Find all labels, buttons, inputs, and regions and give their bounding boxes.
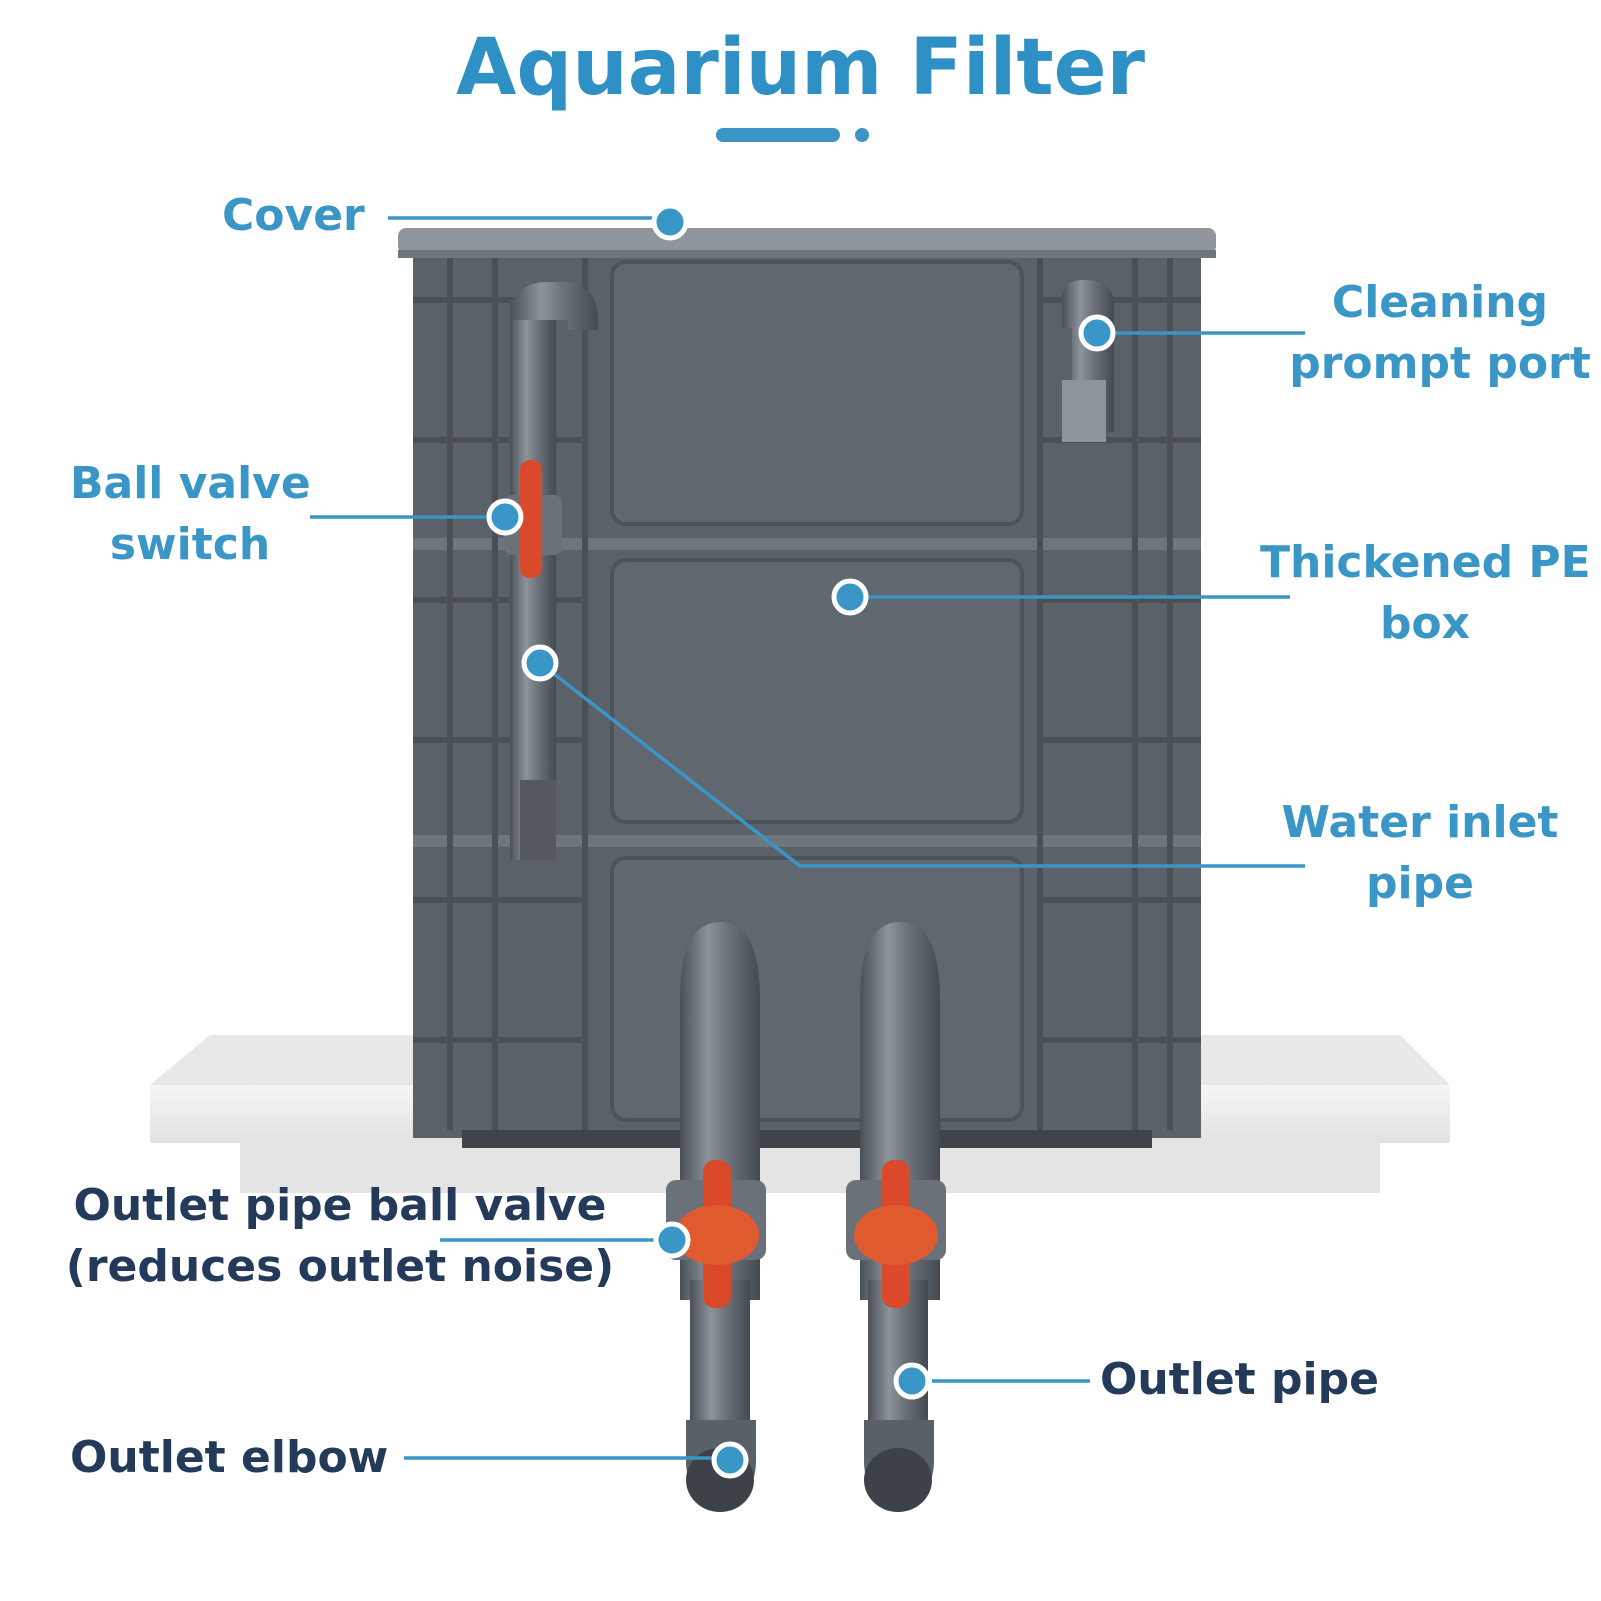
label-cleaning-port-line1: Cleaning (1331, 277, 1549, 328)
label-pe-box-line2: box (1379, 597, 1471, 649)
title-underline-dot (855, 128, 869, 142)
marker-outlet-valve (653, 1221, 691, 1259)
label-ball-valve: Ball valve switch (70, 458, 311, 572)
page-title: Aquarium Filter (456, 23, 1145, 113)
label-outlet-pipe: Outlet pipe (1100, 1354, 1379, 1405)
label-pe-box: Thickened PE box (1260, 537, 1591, 651)
title-underline (716, 128, 840, 142)
marker-inlet-pipe (521, 644, 559, 682)
label-cleaning-port-line2: prompt port (1289, 337, 1591, 389)
markers (486, 203, 1116, 1479)
marker-cover (651, 203, 689, 241)
label-inlet-pipe-line1: Water inlet (1281, 797, 1559, 848)
label-ball-valve-line2: switch (109, 518, 271, 570)
marker-cleaning-port (1078, 314, 1116, 352)
label-ball-valve-line1: Ball valve (70, 458, 311, 509)
label-outlet-elbow: Outlet elbow (70, 1432, 389, 1483)
label-inlet-pipe: Water inlet pipe (1270, 797, 1570, 911)
marker-ball-valve (486, 498, 524, 536)
label-pe-box-line1: Thickened PE (1260, 537, 1591, 588)
marker-outlet-pipe (893, 1362, 931, 1400)
label-cover: Cover (222, 190, 365, 241)
leader-lines (310, 216, 1305, 1460)
marker-pe-box (831, 578, 869, 616)
outlet-pipe-right-drawing (846, 922, 946, 1512)
cover-lid (398, 228, 1216, 258)
label-outlet-valve-line1: Outlet pipe ball valve (73, 1180, 607, 1231)
marker-outlet-elbow (711, 1441, 749, 1479)
label-inlet-pipe-line2: pipe (1366, 857, 1474, 909)
label-outlet-valve-line2: (reduces outlet noise) (65, 1240, 615, 1292)
label-cleaning-port: Cleaning prompt port (1280, 277, 1600, 391)
label-outlet-valve: Outlet pipe ball valve (reduces outlet n… (60, 1180, 620, 1294)
outlet-pipe-left-drawing (666, 922, 766, 1512)
